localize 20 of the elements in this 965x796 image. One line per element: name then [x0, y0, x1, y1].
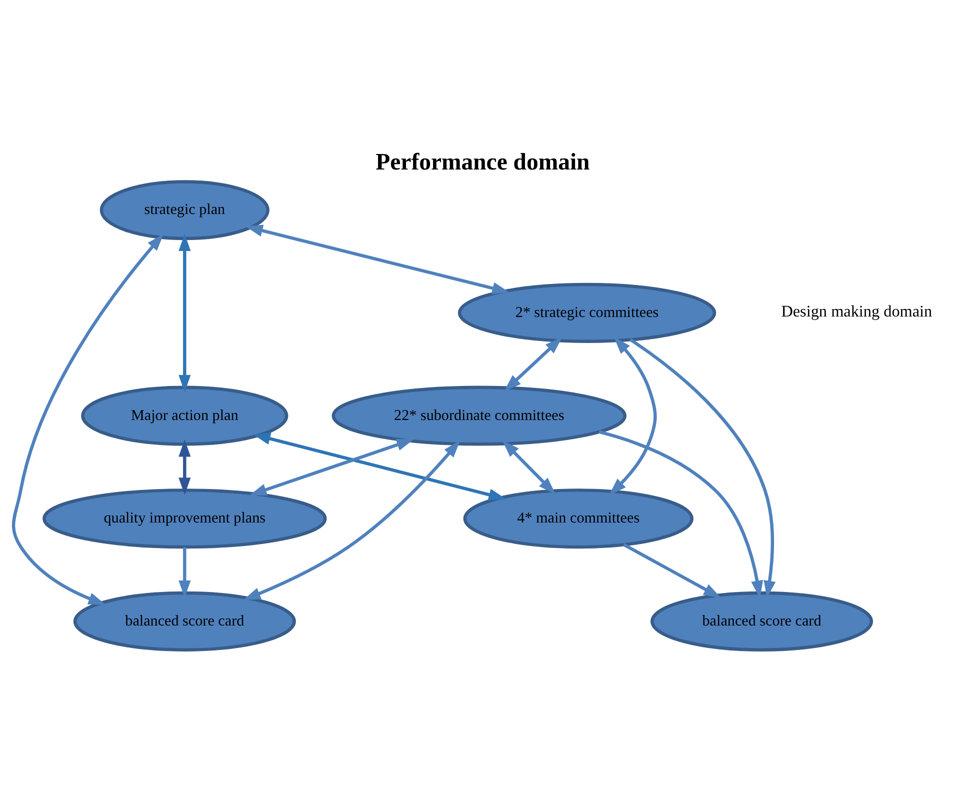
arrow: [628, 338, 776, 598]
node-ellipse: quality improvement plans: [42, 488, 326, 548]
diagram-title: Performance domain: [375, 149, 590, 176]
arrow: [178, 233, 190, 392]
node-ellipse: balanced score card: [650, 590, 873, 651]
arrow: [242, 440, 460, 600]
arrow: [598, 430, 763, 598]
arrow: [248, 438, 414, 496]
arrow: [178, 438, 190, 494]
arrow: [178, 546, 190, 598]
arrow: [622, 542, 720, 598]
arrow: [608, 336, 656, 495]
node-ellipse: 22* subordinate committees: [331, 385, 626, 446]
arrow: [504, 336, 562, 391]
arrow: [502, 440, 555, 494]
arrow: [11, 233, 164, 604]
node-ellipse: strategic plan: [99, 180, 269, 240]
label: Design making domain: [780, 303, 932, 320]
arrow: [244, 224, 510, 294]
arrow: [252, 432, 506, 500]
